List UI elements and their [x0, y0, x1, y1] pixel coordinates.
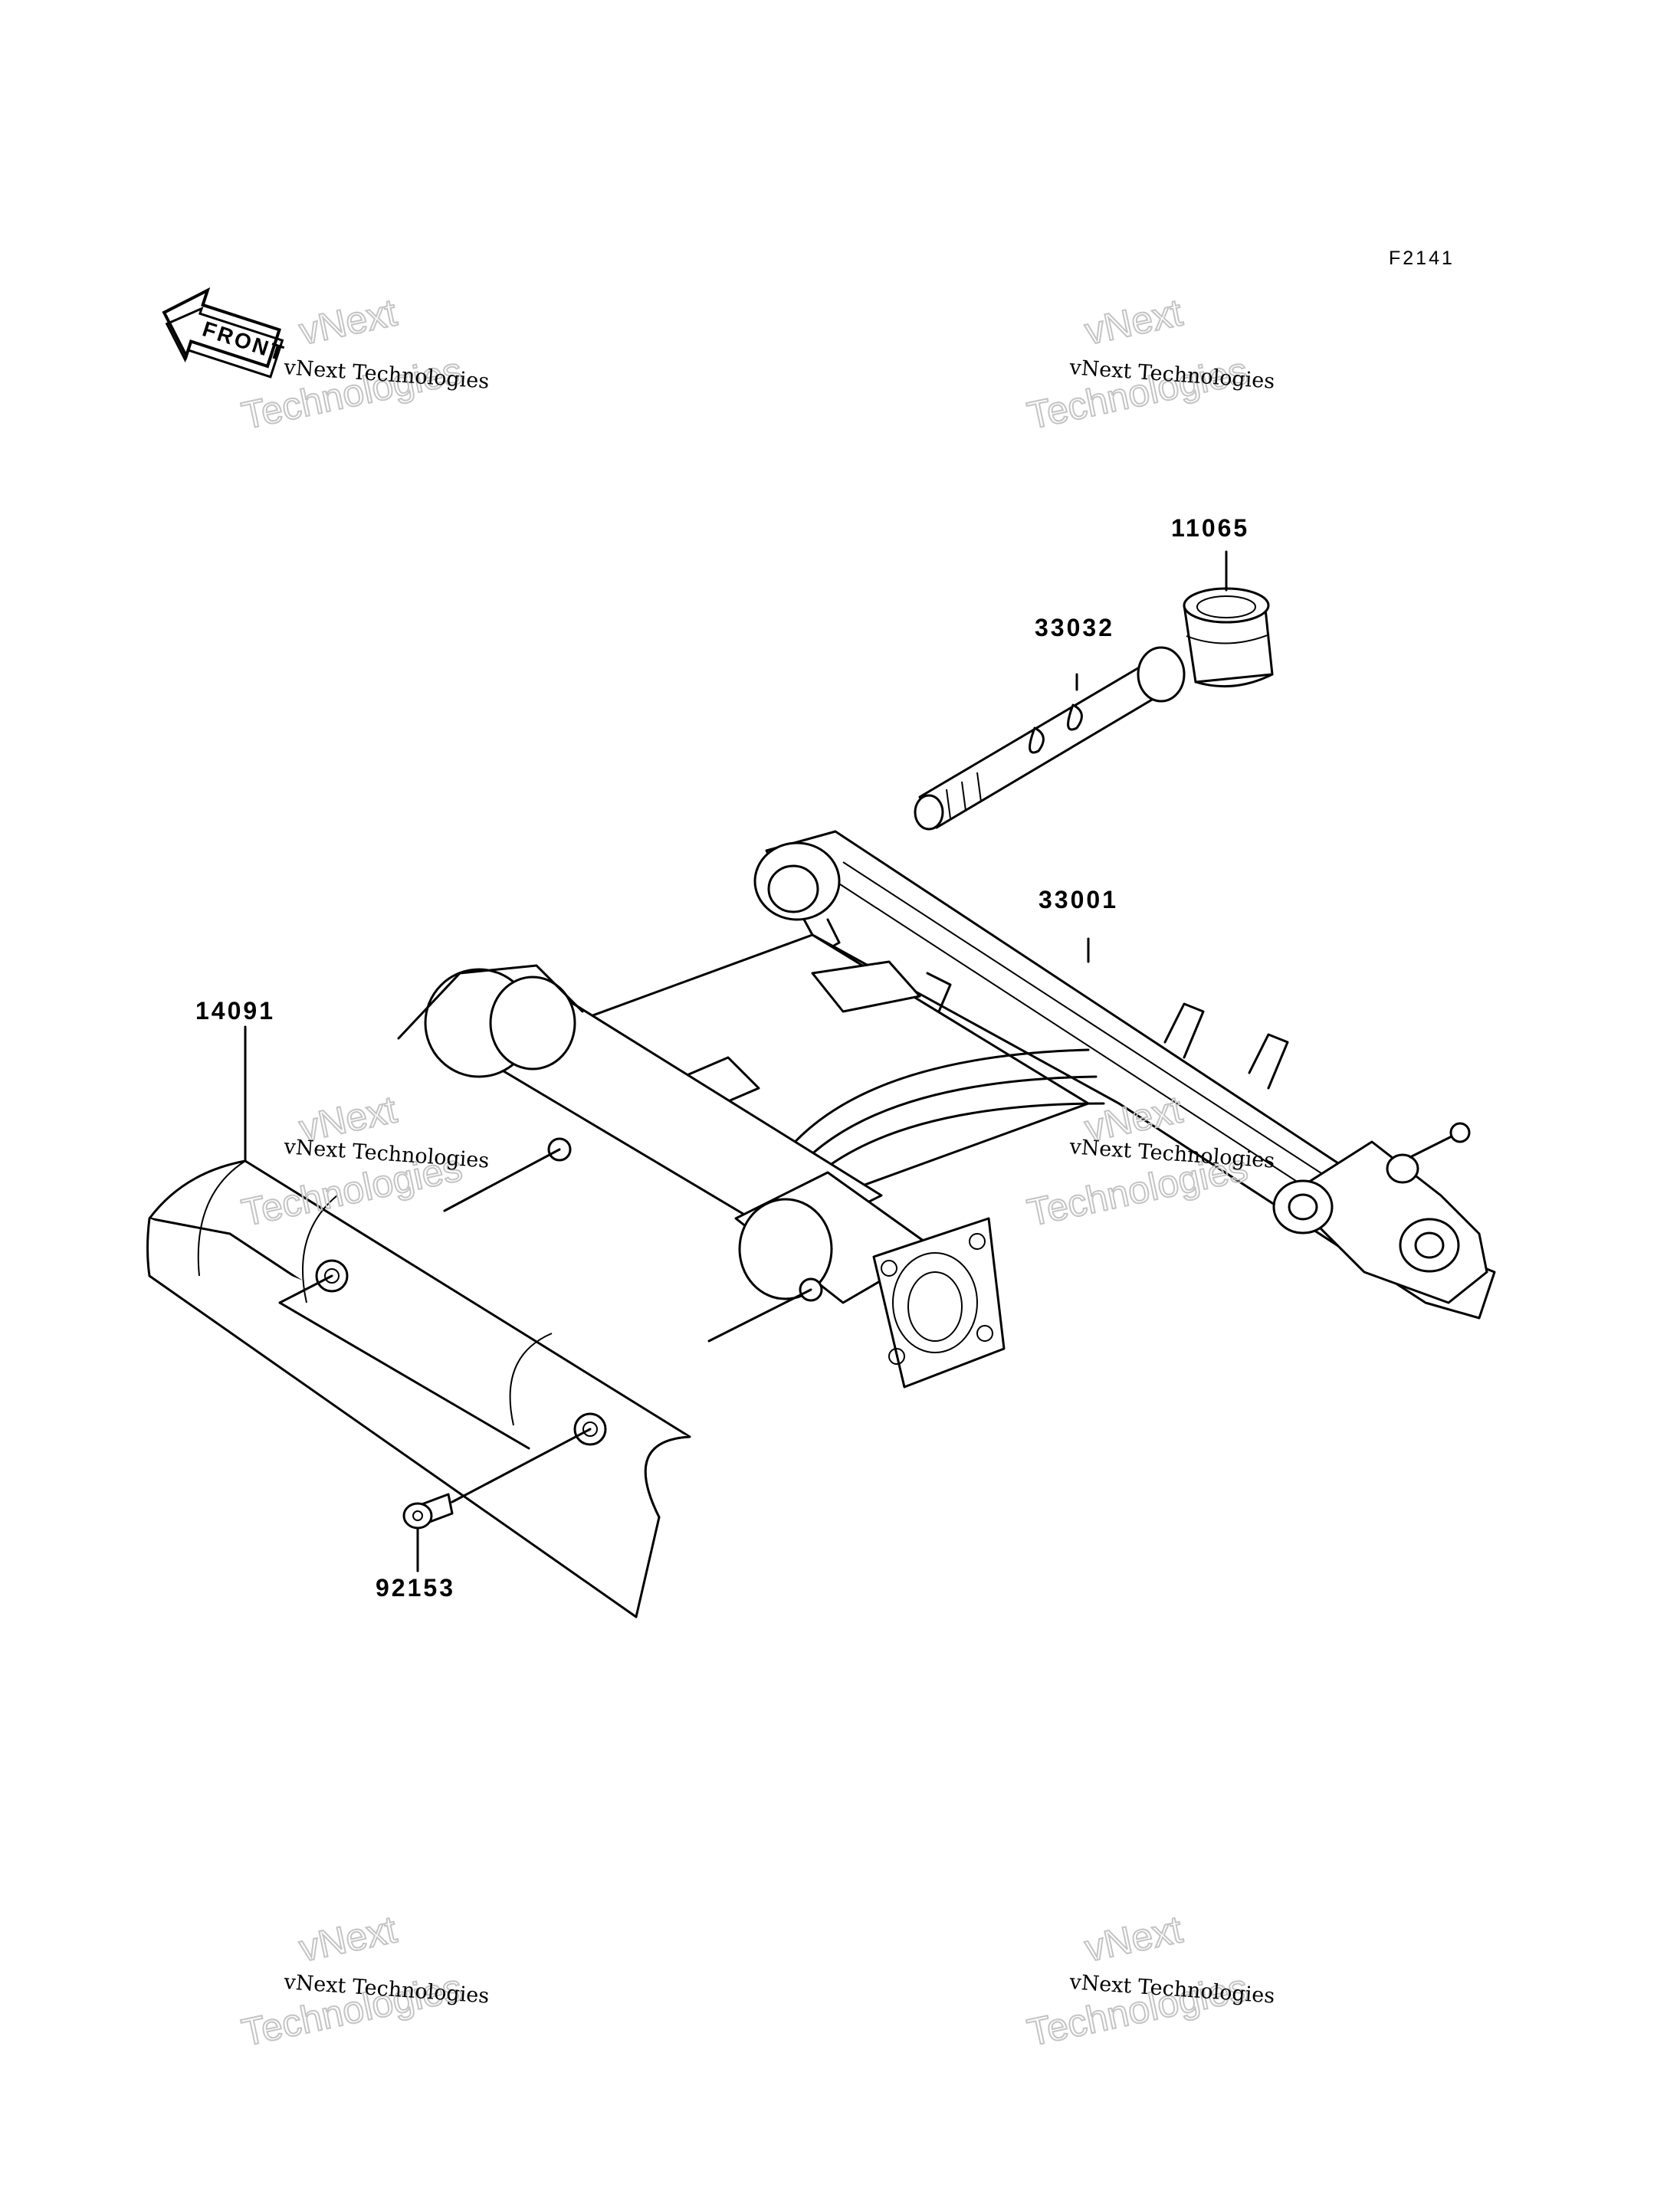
figure-code: F2141: [1389, 248, 1455, 269]
part-number-33001: 33001: [1039, 886, 1118, 913]
part-number-11065: 11065: [1171, 514, 1249, 542]
bushing-11065: [1183, 587, 1274, 688]
part-number-92153: 92153: [376, 1574, 455, 1602]
part-number-14091: 14091: [195, 997, 275, 1025]
bolt-92153: [402, 1493, 454, 1530]
watermark-top-right: vNext Technologies vNext Technologies: [1023, 290, 1276, 438]
leader-lines: [244, 550, 1228, 1572]
pivot-shaft-33032: [914, 646, 1186, 831]
svg-text:vNext: vNext: [1081, 290, 1186, 353]
part-number-33032: 33032: [1035, 614, 1114, 641]
swingarm-33001: [397, 830, 1496, 1389]
watermark-bottom-left: vNext Technologies vNext Technologies: [238, 1907, 491, 2054]
watermark-middle-left: vNext Technologies vNext Technologies: [238, 1087, 491, 1235]
guard-14091: [146, 1159, 691, 1618]
front-arrow-icon: FRONT: [162, 287, 288, 379]
watermark-bottom-right: vNext Technologies vNext Technologies: [1023, 1907, 1276, 2054]
svg-text:vNext: vNext: [296, 290, 401, 353]
svg-text:vNext: vNext: [1081, 1907, 1186, 1969]
svg-text:vNext: vNext: [296, 1907, 401, 1969]
